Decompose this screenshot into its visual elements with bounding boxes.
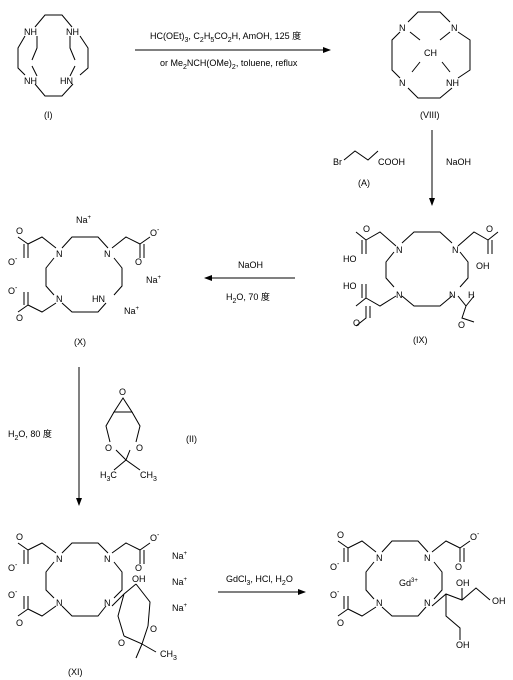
atom-o-minus: O- [330, 589, 340, 600]
label-reagent-A: (A) [358, 178, 370, 188]
atom-n: N [399, 78, 406, 88]
atom-ho: HO [343, 254, 357, 264]
atom-o: O [118, 638, 125, 648]
atom-oh: OH [492, 596, 506, 606]
atom-o-minus: O- [330, 561, 340, 572]
condition-step2: NaOH [446, 157, 471, 167]
compound-X: N N N HN O- O O- O O- O Na+ Na+ Na+ [8, 215, 162, 323]
atom-o: O [486, 224, 493, 234]
atom-n: N [451, 23, 458, 33]
atom-o: O [135, 563, 142, 573]
reagent-A-bromoacetic-acid: Br COOH [333, 150, 405, 167]
compound-VIII: N N N NH CH [391, 11, 471, 99]
atom-oh: OH [456, 640, 470, 650]
atom-o: O [150, 624, 157, 634]
atom-n: N [424, 553, 431, 563]
condition-step4: H2O, 80 度 [8, 428, 52, 442]
atom-n: N [56, 598, 63, 608]
compound-XI: N N N N O- O O- O O- O OH O O CH3 Na+ Na… [8, 532, 188, 662]
compound-IX: N N N N HO O OH O HO O H O [343, 224, 499, 330]
label-reagent-II: (II) [186, 434, 197, 444]
atom-n: N [396, 290, 403, 300]
condition-step3-top: NaOH [238, 260, 263, 270]
atom-n: N [452, 245, 459, 255]
sodium-cation: Na+ [172, 551, 188, 561]
atom-o: O [458, 320, 465, 330]
sodium-cation: Na+ [124, 306, 140, 316]
atom-br: Br [333, 157, 342, 167]
atom-nh: NH [24, 27, 37, 37]
sodium-cation: Na+ [146, 275, 162, 285]
atom-oh: OH [456, 578, 470, 588]
atom-n: N [56, 554, 63, 564]
atom-o: O [119, 387, 126, 397]
atom-o: O [337, 530, 344, 540]
atom-o: O [353, 318, 360, 328]
atom-o: O [16, 618, 23, 628]
label-compound-IX: (IX) [413, 335, 428, 345]
atom-nh: NH [66, 27, 79, 37]
atom-ho: HO [343, 281, 357, 291]
condition-step1-alternative: or Me2NCH(OMe)2, toluene, reflux [160, 58, 298, 71]
atom-o: O [105, 443, 112, 453]
atom-o-minus: O- [8, 589, 18, 600]
condition-step5: GdCl3, HCl, H2O [226, 574, 293, 587]
atom-o: O [135, 257, 142, 267]
sodium-cation: Na+ [172, 603, 188, 613]
label-compound-X: (X) [74, 337, 86, 347]
sodium-cation: Na+ [172, 577, 188, 587]
product-gadolinium-complex: N N N N O- O O- O O- O Gd3+ OH OH OH [330, 530, 506, 650]
label-compound-XI: (XI) [68, 667, 83, 677]
atom-h: H [468, 290, 475, 300]
atom-o-minus: O- [470, 531, 480, 542]
gadolinium-ion: Gd3+ [399, 578, 418, 588]
atom-ch3: CH3 [140, 470, 157, 483]
sodium-cation: Na+ [76, 215, 92, 225]
atom-ch3: CH3 [160, 649, 177, 662]
atom-ch: CH [424, 48, 437, 58]
atom-n: N [56, 249, 63, 259]
condition-step1: HC(OEt)3, C2H5CO2H, AmOH, 125 度 [150, 30, 301, 44]
atom-oh: OH [476, 261, 490, 271]
atom-o: O [16, 532, 23, 542]
atom-nh: NH [24, 76, 37, 86]
atom-nh: NH [446, 78, 459, 88]
atom-o: O [363, 224, 370, 234]
condition-step3-bottom: H2O, 70 度 [226, 291, 270, 305]
atom-o-minus: O- [8, 256, 18, 267]
reagent-II-epoxide: O O O H3C CH3 [100, 387, 157, 483]
atom-o: O [136, 443, 143, 453]
atom-n: N [56, 294, 63, 304]
atom-o-minus: O- [150, 227, 160, 238]
atom-h3c: H3C [100, 470, 117, 483]
atom-n: N [104, 598, 111, 608]
atom-n: N [376, 598, 383, 608]
atom-o-minus: O- [150, 532, 160, 543]
atom-n: N [424, 598, 431, 608]
atom-oh: OH [132, 574, 146, 584]
atom-o: O [16, 313, 23, 323]
atom-n: N [104, 554, 111, 564]
atom-o: O [337, 618, 344, 628]
atom-o: O [16, 226, 23, 236]
label-compound-VIII: (VIII) [420, 110, 440, 120]
atom-cooh: COOH [378, 157, 405, 167]
atom-n: N [396, 245, 403, 255]
atom-n: N [104, 249, 111, 259]
atom-o-minus: O- [8, 562, 18, 573]
atom-o: O [455, 562, 462, 572]
atom-hn: HN [92, 294, 105, 304]
compound-I-cyclen: NH NH NH HN [17, 14, 89, 97]
atom-n: N [376, 553, 383, 563]
label-compound-I: (I) [44, 110, 53, 120]
atom-o-minus: O- [8, 285, 18, 296]
atom-hn: HN [60, 76, 73, 86]
atom-n: N [449, 290, 456, 300]
atom-n: N [399, 23, 406, 33]
